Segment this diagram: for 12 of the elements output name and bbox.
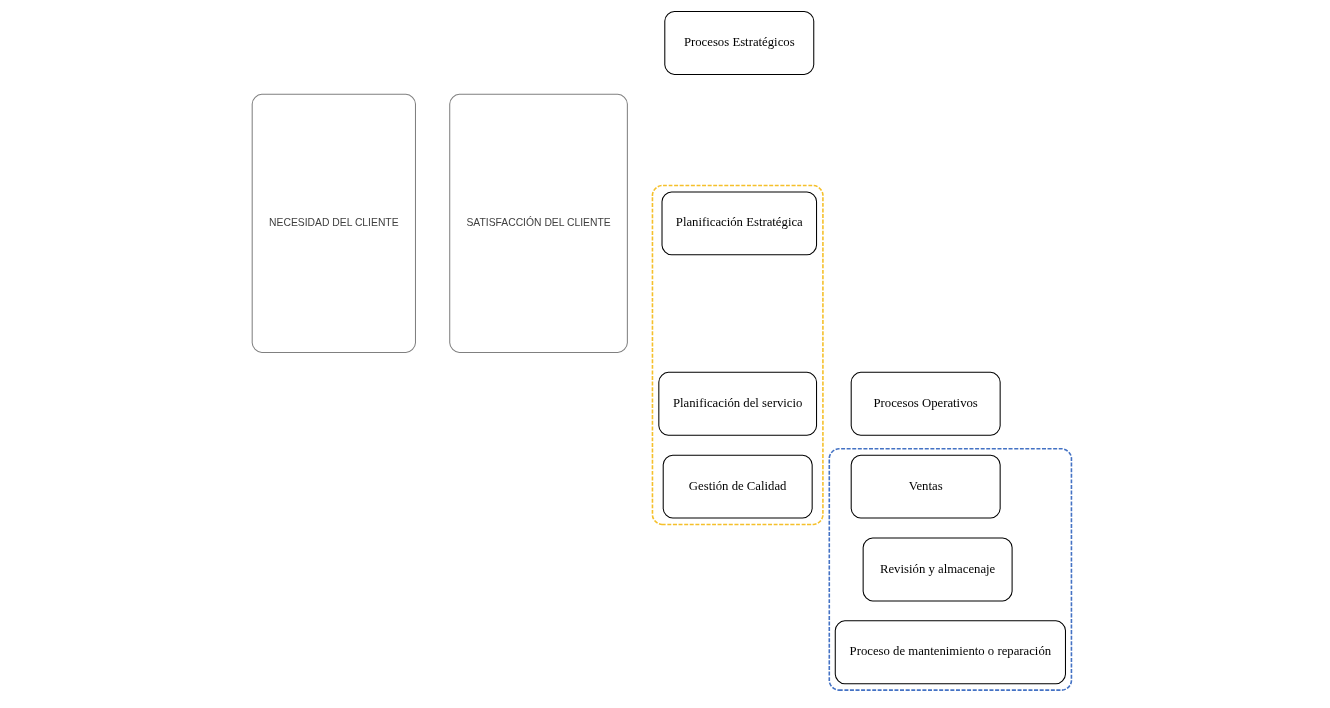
cluster [828,448,1073,691]
node-box: NECESIDAD DEL CLIENTE [251,93,416,353]
node-box: Gestión de Calidad [662,454,813,519]
node-box: Ventas [850,454,1001,519]
node-box: Procesos Operativos [850,371,1001,436]
node-box: Planificación del servicio [658,371,818,436]
node-box: Planificación Estratégica [661,191,818,256]
node-box: Proceso de mantenimiento o reparación [834,620,1066,685]
node-box: SATISFACCIÓN DEL CLIENTE [449,93,628,353]
node-box: Revisión y almacenaje [862,537,1013,602]
cluster [651,184,824,526]
node-box: Procesos Estratégicos [664,10,815,75]
